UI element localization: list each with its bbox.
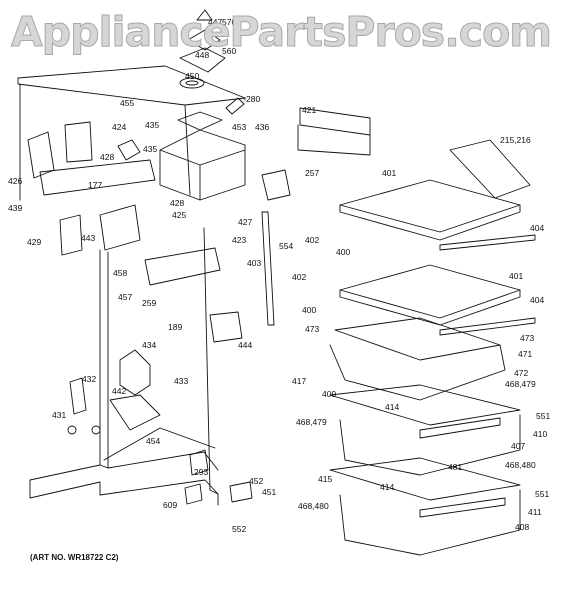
- part-number-label: 552: [232, 524, 246, 534]
- part-number-label: 431: [52, 410, 66, 420]
- part-number-label: 570: [222, 17, 236, 27]
- part-number-label: 428: [100, 152, 114, 162]
- part-number-label: 432: [82, 374, 96, 384]
- part-number-label: 443: [81, 233, 95, 243]
- part-number-label: 458: [113, 268, 127, 278]
- shelf-cover: [144, 247, 221, 286]
- part-number-label: 414: [380, 482, 394, 492]
- part-number-label: 402: [305, 235, 319, 245]
- part-number-label: 447: [208, 17, 222, 27]
- part-number-label: 400: [336, 247, 350, 257]
- part-number-label: 435: [143, 144, 157, 154]
- part-number-label: 415: [318, 474, 332, 484]
- top-hinge-assembly: [179, 9, 245, 115]
- part-number-label: 280: [246, 94, 260, 104]
- part-number-label: 401: [509, 271, 523, 281]
- part-number-label: 451: [262, 487, 276, 497]
- part-number-label: 257: [305, 168, 319, 178]
- part-number-label: 401: [382, 168, 396, 178]
- part-number-label: 403: [247, 258, 261, 268]
- part-number-label: 424: [112, 122, 126, 132]
- part-number-label: 215,216: [500, 135, 531, 145]
- part-number-label: 177: [88, 180, 102, 190]
- part-number-label: 554: [279, 241, 293, 251]
- inner-parts: [67, 311, 253, 505]
- part-number-label: 421: [302, 105, 316, 115]
- part-number-label: 293: [194, 467, 208, 477]
- part-number-label: 551: [535, 489, 549, 499]
- part-number-label: 448: [195, 50, 209, 60]
- part-number-label: 481: [448, 462, 462, 472]
- part-number-label: 408: [515, 522, 529, 532]
- part-number-label: 560: [222, 46, 236, 56]
- part-number-label: 473: [305, 324, 319, 334]
- part-number-label: 407: [511, 441, 525, 451]
- part-number-label: 425: [172, 210, 186, 220]
- part-number-label: 439: [8, 203, 22, 213]
- part-number-label: 468,479: [505, 379, 536, 389]
- part-number-label: 423: [232, 235, 246, 245]
- art-number-caption: (ART NO. WR18722 C2): [30, 553, 119, 562]
- part-number-label: 402: [292, 272, 306, 282]
- part-number-label: 428: [170, 198, 184, 208]
- part-number-label: 435: [145, 120, 159, 130]
- part-number-label: 442: [112, 386, 126, 396]
- part-number-label: 426: [8, 176, 22, 186]
- left-hardware: [27, 121, 156, 256]
- part-number-label: 457: [118, 292, 132, 302]
- part-number-label: 450: [185, 71, 199, 81]
- part-number-label: 468,479: [296, 417, 327, 427]
- part-number-label: 414: [385, 402, 399, 412]
- part-number-label: 473: [520, 333, 534, 343]
- part-number-label: 453: [232, 122, 246, 132]
- part-number-label: 417: [292, 376, 306, 386]
- part-number-label: 434: [142, 340, 156, 350]
- part-number-label: 468,480: [505, 460, 536, 470]
- part-number-label: 471: [518, 349, 532, 359]
- part-number-label: 427: [238, 217, 252, 227]
- glass-shelves: [339, 139, 536, 336]
- part-number-label: 409: [322, 389, 336, 399]
- part-number-label: 551: [536, 411, 550, 421]
- shelf-rail: [261, 107, 371, 326]
- part-number-label: 455: [120, 98, 134, 108]
- part-number-label: 400: [302, 305, 316, 315]
- part-number-label: 189: [168, 322, 182, 332]
- part-number-label: 259: [142, 298, 156, 308]
- part-number-label: 609: [163, 500, 177, 510]
- part-number-label: 429: [27, 237, 41, 247]
- part-number-label: 411: [528, 507, 542, 517]
- part-number-label: 468,480: [298, 501, 329, 511]
- crisper-drawers: [329, 317, 521, 556]
- part-number-label: 404: [530, 295, 544, 305]
- part-number-label: 472: [514, 368, 528, 378]
- part-number-label: 410: [533, 429, 547, 439]
- part-number-label: 404: [530, 223, 544, 233]
- part-number-label: 433: [174, 376, 188, 386]
- part-number-label: 436: [255, 122, 269, 132]
- part-number-label: 454: [146, 436, 160, 446]
- control-housing: [117, 111, 246, 201]
- part-number-label: 452: [249, 476, 263, 486]
- part-number-label: 444: [238, 340, 252, 350]
- cabinet-body: [17, 65, 246, 506]
